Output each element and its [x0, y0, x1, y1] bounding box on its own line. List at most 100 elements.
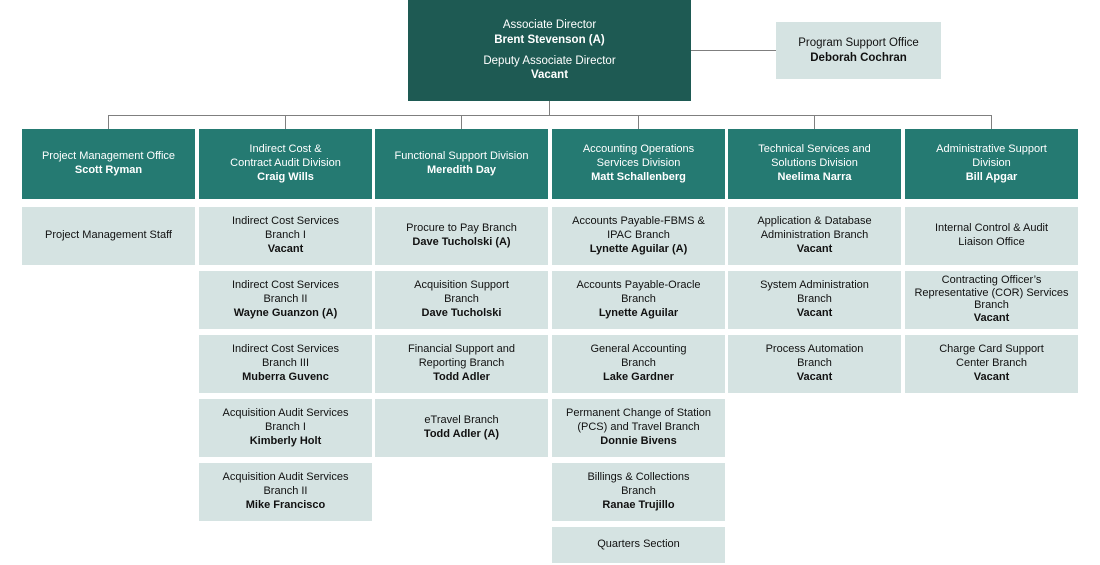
- unit-box-cor-services-branch: Contracting Officer’s Representative (CO…: [905, 271, 1078, 329]
- unit-box-accounts-payable-oracle-branch: Accounts Payable-Oracle Branch Lynette A…: [552, 271, 725, 329]
- unit-leader: Wayne Guanzon (A): [233, 306, 338, 319]
- unit-box-acquisition-support-branch: Acquisition Support Branch Dave Tucholsk…: [375, 271, 548, 329]
- division-title: Administrative Support Division: [936, 143, 1047, 170]
- unit-leader: Vacant: [796, 370, 833, 383]
- unit-leader: Lynette Aguilar (A): [589, 242, 688, 255]
- unit-title: Process Automation Branch: [765, 343, 864, 370]
- division-header-functional-support: Functional Support Division Meredith Day: [375, 129, 548, 199]
- unit-leader: Vacant: [973, 312, 1010, 325]
- unit-title: Application & Database Administration Br…: [757, 215, 872, 242]
- division-column-project-management-office: Project Management Office Scott Ryman Pr…: [22, 129, 195, 271]
- division-column-technical-services: Technical Services and Solutions Divisio…: [728, 129, 901, 399]
- unit-title: Acquisition Audit Services Branch I: [222, 407, 349, 434]
- unit-leader: Dave Tucholski (A): [412, 236, 511, 248]
- division-leader: Matt Schallenberg: [591, 170, 686, 183]
- unit-title: Permanent Change of Station (PCS) and Tr…: [566, 407, 711, 434]
- unit-leader: Vacant: [796, 242, 833, 255]
- associate-director-name: Brent Stevenson (A): [494, 33, 605, 46]
- unit-leader: Lynette Aguilar: [598, 306, 679, 319]
- associate-director-box: Associate Director Brent Stevenson (A) D…: [408, 0, 691, 101]
- unit-box-acquisition-audit-services-branch-1: Acquisition Audit Services Branch I Kimb…: [199, 399, 372, 457]
- unit-title: Billings & Collections Branch: [587, 471, 690, 498]
- connector-stub-division-4: [638, 115, 639, 129]
- unit-title: Quarters Section: [597, 538, 680, 551]
- unit-title: General Accounting Branch: [590, 343, 687, 370]
- unit-box-indirect-cost-services-branch-2: Indirect Cost Services Branch II Wayne G…: [199, 271, 372, 329]
- division-title: Functional Support Division: [394, 150, 529, 163]
- connector-stub-division-2: [285, 115, 286, 129]
- division-column-functional-support: Functional Support Division Meredith Day…: [375, 129, 548, 463]
- connector-stub-division-5: [814, 115, 815, 129]
- division-header-administrative-support: Administrative Support Division Bill Apg…: [905, 129, 1078, 199]
- unit-leader: Todd Adler: [433, 370, 490, 383]
- associate-director-title: Associate Director: [502, 19, 597, 32]
- connector-stub-division-6: [991, 115, 992, 129]
- unit-leader: Mike Francisco: [245, 498, 326, 511]
- connector-root-to-support-office: [691, 50, 776, 51]
- unit-title: Acquisition Audit Services Branch II: [222, 471, 349, 498]
- unit-title: Indirect Cost Services Branch III: [232, 343, 339, 370]
- unit-box-etravel-branch: eTravel Branch Todd Adler (A): [375, 399, 548, 457]
- unit-leader: Vacant: [973, 370, 1010, 383]
- unit-box-internal-control-audit-liaison-office: Internal Control & Audit Liaison Office: [905, 207, 1078, 265]
- division-column-indirect-cost-contract-audit: Indirect Cost & Contract Audit Division …: [199, 129, 372, 527]
- unit-box-billings-collections-branch: Billings & Collections Branch Ranae Truj…: [552, 463, 725, 521]
- unit-title: Financial Support and Reporting Branch: [407, 343, 515, 370]
- division-title: Project Management Office: [41, 150, 176, 163]
- unit-title: Charge Card Support Center Branch: [939, 343, 1044, 370]
- unit-box-accounts-payable-fbms-ipac-branch: Accounts Payable-FBMS & IPAC Branch Lyne…: [552, 207, 725, 265]
- unit-title: System Administration Branch: [760, 279, 869, 306]
- division-leader: Meredith Day: [426, 164, 497, 176]
- division-header-technical-services: Technical Services and Solutions Divisio…: [728, 129, 901, 199]
- division-header-accounting-operations: Accounting Operations Services Division …: [552, 129, 725, 199]
- program-support-office-name: Deborah Cochran: [810, 51, 907, 64]
- unit-box-procure-to-pay-branch: Procure to Pay Branch Dave Tucholski (A): [375, 207, 548, 265]
- unit-box-quarters-section: Quarters Section: [552, 527, 725, 563]
- division-header-project-management-office: Project Management Office Scott Ryman: [22, 129, 195, 199]
- division-leader: Neelima Narra: [777, 170, 852, 183]
- division-title: Indirect Cost & Contract Audit Division: [230, 143, 341, 170]
- unit-box-pcs-travel-branch: Permanent Change of Station (PCS) and Tr…: [552, 399, 725, 457]
- unit-title: Accounts Payable-Oracle Branch: [576, 279, 701, 306]
- connector-horizontal-rail: [108, 115, 992, 116]
- unit-title: Acquisition Support Branch: [414, 279, 509, 306]
- division-title: Technical Services and Solutions Divisio…: [758, 143, 871, 170]
- unit-title: Contracting Officer’s Representative (CO…: [914, 274, 1069, 312]
- unit-box-process-automation-branch: Process Automation Branch Vacant: [728, 335, 901, 393]
- unit-box-general-accounting-branch: General Accounting Branch Lake Gardner: [552, 335, 725, 393]
- division-leader: Craig Wills: [257, 170, 314, 183]
- unit-leader: Lake Gardner: [603, 370, 674, 383]
- unit-title: Procure to Pay Branch: [406, 222, 517, 235]
- division-header-indirect-cost-contract-audit: Indirect Cost & Contract Audit Division …: [199, 129, 372, 199]
- unit-leader: Donnie Bivens: [600, 434, 677, 447]
- unit-box-acquisition-audit-services-branch-2: Acquisition Audit Services Branch II Mik…: [199, 463, 372, 521]
- unit-leader: Todd Adler (A): [423, 428, 500, 440]
- connector-stub-division-1: [108, 115, 109, 129]
- unit-title: Accounts Payable-FBMS & IPAC Branch: [572, 215, 705, 242]
- division-column-administrative-support: Administrative Support Division Bill Apg…: [905, 129, 1078, 399]
- connector-root-drop: [549, 101, 550, 116]
- division-leader: Bill Apgar: [965, 170, 1018, 183]
- division-column-accounting-operations: Accounting Operations Services Division …: [552, 129, 725, 565]
- unit-box-application-database-administration-branch: Application & Database Administration Br…: [728, 207, 901, 265]
- program-support-office-title: Program Support Office: [798, 37, 919, 50]
- unit-leader: Vacant: [796, 306, 833, 319]
- unit-leader: Ranae Trujillo: [602, 498, 675, 511]
- unit-leader: Muberra Guvenc: [242, 370, 329, 383]
- connector-stub-division-3: [461, 115, 462, 129]
- division-leader: Scott Ryman: [74, 164, 143, 176]
- unit-box-financial-support-reporting-branch: Financial Support and Reporting Branch T…: [375, 335, 548, 393]
- unit-title: Project Management Staff: [45, 229, 172, 242]
- unit-leader: Vacant: [267, 242, 304, 255]
- unit-leader: Dave Tucholski: [421, 306, 502, 319]
- unit-box-indirect-cost-services-branch-3: Indirect Cost Services Branch III Muberr…: [199, 335, 372, 393]
- program-support-office-box: Program Support Office Deborah Cochran: [776, 22, 941, 79]
- division-title: Accounting Operations Services Division: [582, 143, 695, 170]
- unit-title: Indirect Cost Services Branch II: [232, 279, 339, 306]
- unit-box-charge-card-support-center-branch: Charge Card Support Center Branch Vacant: [905, 335, 1078, 393]
- unit-title: Indirect Cost Services Branch I: [232, 215, 339, 242]
- unit-title: Internal Control & Audit Liaison Office: [934, 222, 1049, 248]
- deputy-associate-director-name: Vacant: [530, 69, 569, 82]
- unit-leader: Kimberly Holt: [249, 434, 322, 447]
